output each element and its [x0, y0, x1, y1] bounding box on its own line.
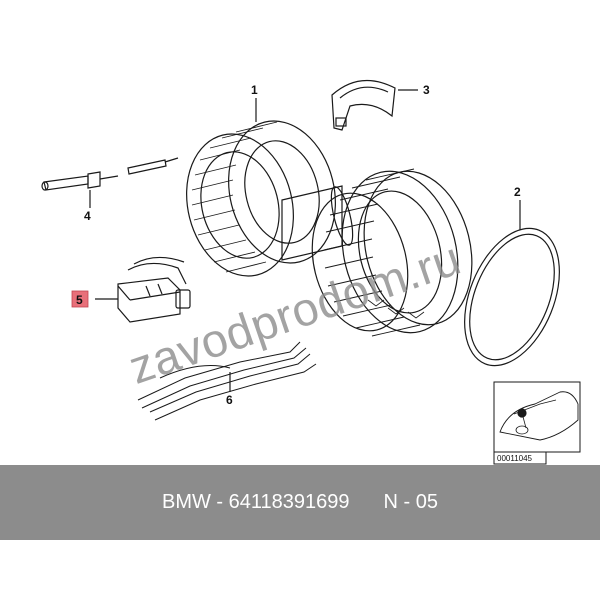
callout-5: 5	[76, 293, 83, 307]
inset-reference-code: 00011045	[497, 454, 533, 463]
wire-harness	[137, 341, 317, 421]
seal-ring	[464, 227, 560, 367]
clamp-bracket	[331, 79, 396, 131]
callout-4: 4	[84, 209, 91, 223]
diagram-section: N - 05	[383, 491, 438, 513]
callout-5-highlight	[71, 290, 89, 308]
caption-bar: BMW - 64118391699 N - 05	[0, 465, 600, 540]
blower-wheel	[186, 120, 473, 337]
bottom-spacer	[0, 540, 600, 600]
callout-3: 3	[423, 83, 430, 97]
pin-shaft	[41, 157, 179, 191]
parts-diagram: 1 2 3 4 5 6 00011045 zavodprodom.ru	[41, 79, 581, 465]
vehicle-locator-inset	[493, 381, 581, 465]
diagram-canvas: 1 2 3 4 5 6 00011045 zavodprodom.ru	[41, 79, 581, 465]
callout-1: 1	[251, 83, 258, 97]
part-number: BMW - 64118391699	[162, 491, 350, 513]
callout-2: 2	[514, 185, 521, 199]
resistor-unit	[117, 256, 191, 323]
callout-6: 6	[226, 393, 233, 407]
